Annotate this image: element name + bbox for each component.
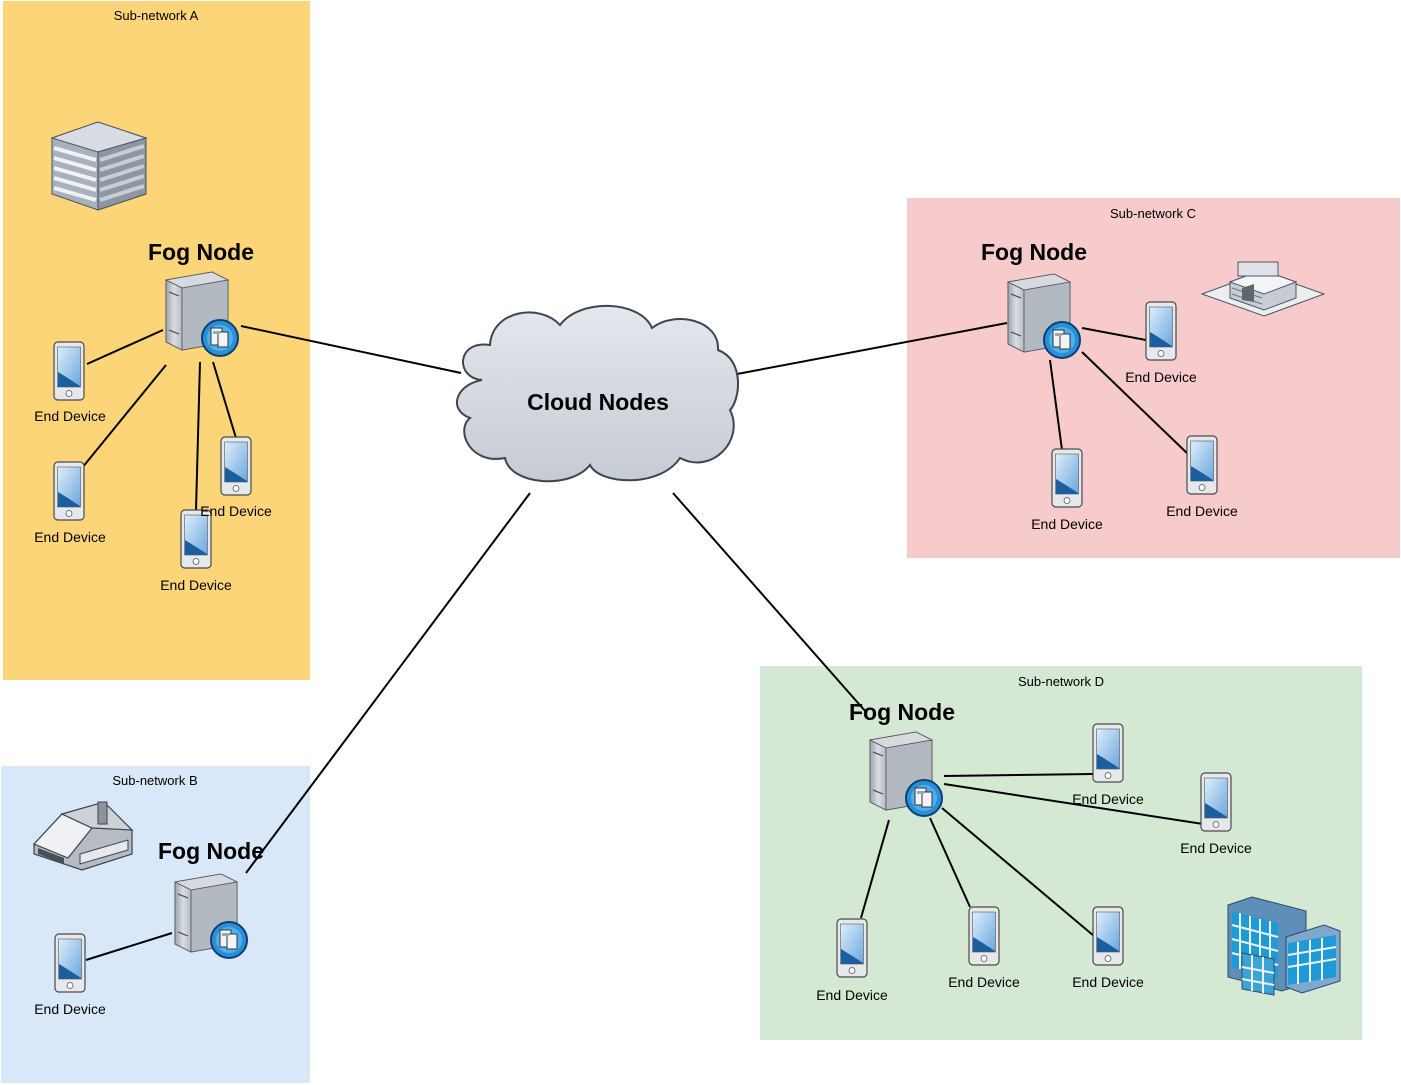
end-device-d3-label: End Device (816, 987, 888, 1003)
fog-node-a-server-icon[interactable] (165, 271, 239, 357)
end-device-b1-label: End Device (34, 1001, 106, 1017)
end-device-a2-icon[interactable] (53, 461, 85, 521)
end-device-d4-label: End Device (948, 974, 1020, 990)
fog-node-a-label: Fog Node (148, 239, 254, 265)
end-device-a4-icon[interactable] (220, 436, 252, 496)
link-cloud-fog-a (240, 325, 462, 374)
end-device-d1-icon[interactable] (1092, 723, 1124, 783)
cloud-label: Cloud Nodes (527, 389, 669, 415)
end-device-d1-label: End Device (1072, 791, 1144, 807)
fog-node-c-server-icon[interactable] (1007, 273, 1081, 359)
end-device-d4-icon[interactable] (968, 906, 1000, 966)
links (81, 322, 1217, 961)
subnetwork-c-area (907, 198, 1400, 558)
subnetwork-c-title: Sub-network C (1110, 206, 1196, 221)
end-device-a4-label: End Device (200, 503, 272, 519)
fog-node-d-label: Fog Node (849, 699, 955, 725)
office-buildings-icon (1227, 896, 1341, 996)
subnetwork-a-title: Sub-network A (114, 8, 199, 23)
link-a-dev2 (81, 364, 167, 469)
link-d-dev4 (929, 817, 971, 908)
end-device-a1-label: End Device (34, 408, 106, 424)
end-device-c1-icon[interactable] (1145, 301, 1177, 361)
fog-node-c-label: Fog Node (981, 239, 1087, 265)
subnetwork-b: Sub-network B (1, 766, 310, 1083)
link-d-dev3 (860, 819, 890, 919)
subnetwork-b-title: Sub-network B (112, 773, 197, 788)
end-device-c3-icon[interactable] (1186, 435, 1218, 495)
end-device-c3-label: End Device (1166, 503, 1238, 519)
link-c-dev2 (1049, 359, 1063, 451)
house-icon (32, 801, 134, 871)
store-building-icon (1200, 261, 1326, 317)
cloud-nodes[interactable]: Cloud Nodes (456, 304, 739, 483)
link-d-dev2 (943, 783, 1217, 827)
end-device-a2-label: End Device (34, 529, 106, 545)
link-d-dev5 (941, 807, 1095, 937)
link-c-dev1 (1081, 327, 1147, 341)
subnetwork-a: Sub-network A (3, 1, 310, 680)
subnetwork-b-area (1, 766, 310, 1083)
office-tower-icon (50, 121, 148, 211)
link-a-dev1 (86, 329, 164, 365)
end-device-c2-icon[interactable] (1051, 448, 1083, 508)
link-cloud-fog-d (672, 492, 867, 713)
subnetwork-c: Sub-network C (907, 198, 1400, 558)
link-b-dev1 (85, 932, 173, 961)
subnetwork-a-area (3, 1, 310, 680)
subnetwork-d-title: Sub-network D (1018, 674, 1104, 689)
link-a-dev3 (195, 361, 201, 511)
fog-node-d-server-icon[interactable] (869, 731, 943, 817)
end-device-a1-icon[interactable] (53, 341, 85, 401)
end-device-a3-label: End Device (160, 577, 232, 593)
end-device-b1-icon[interactable] (54, 933, 86, 993)
end-device-d2-label: End Device (1180, 840, 1252, 856)
cloud-icon (456, 304, 739, 483)
fog-node-b-server-icon[interactable] (174, 873, 248, 959)
end-device-c1-label: End Device (1125, 369, 1197, 385)
link-d-dev1 (943, 773, 1094, 777)
link-a-dev4 (212, 361, 237, 439)
link-c-dev3 (1081, 351, 1191, 457)
link-cloud-fog-b (245, 492, 531, 874)
end-device-d3-icon[interactable] (836, 918, 868, 978)
fog-node-b-label: Fog Node (158, 838, 264, 864)
link-cloud-fog-c (736, 322, 1008, 375)
end-device-c2-label: End Device (1031, 516, 1103, 532)
end-device-d5-icon[interactable] (1092, 906, 1124, 966)
end-device-d5-label: End Device (1072, 974, 1144, 990)
end-device-d2-icon[interactable] (1200, 772, 1232, 832)
